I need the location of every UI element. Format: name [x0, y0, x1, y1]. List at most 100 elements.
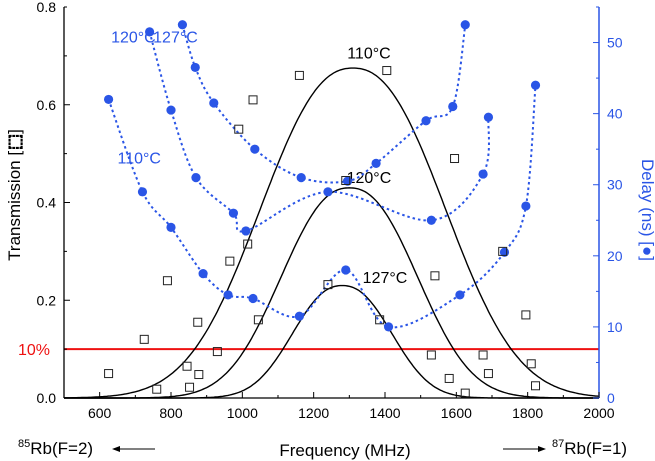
transmission-fit-label-0: 110°C: [347, 45, 390, 62]
transmission-fit-label-2: 127°C: [363, 270, 408, 287]
threshold-layer: 10%: [18, 342, 599, 359]
delay-point-2-4: [296, 173, 306, 183]
delay-point-1-2: [191, 173, 201, 183]
x-axis-title: Frequency (MHz): [279, 441, 410, 460]
y-right-tick-label-1: 10: [607, 319, 623, 335]
rb87-label: Rb(F=1): [564, 439, 627, 458]
x-tick-label-5: 1600: [441, 405, 472, 421]
transmission-point-8: [212, 347, 222, 357]
y-right-title-text: Delay (ns) [: [638, 159, 655, 246]
transmission-fits-layer: 110°C 120°C 127°C: [64, 45, 600, 399]
delay-point-1-5: [323, 187, 333, 197]
svg-text:87Rb(F=1): 87Rb(F=1): [552, 438, 627, 458]
transmission-point-16: [341, 176, 351, 186]
transmission-point-7: [194, 370, 204, 380]
delay-point-1-7: [478, 169, 488, 179]
transmission-point-14: [294, 70, 304, 80]
x-tick-label-3: 1200: [298, 405, 329, 421]
transmission-point-17: [375, 315, 385, 325]
transmission-point-9: [225, 256, 235, 266]
delay-point-1-4: [241, 226, 251, 236]
delay-point-0-4: [223, 290, 233, 300]
rb85-arrowhead: [112, 446, 120, 452]
delay-point-1-1: [166, 105, 176, 115]
transmission-point-24: [478, 350, 488, 360]
y-right-tick-label-3: 30: [607, 177, 623, 193]
x-tick-label-0: 600: [88, 405, 112, 421]
delay-series-label-1: 120°C: [111, 30, 156, 47]
delay-point-1-8: [483, 112, 494, 122]
threshold-label: 10%: [18, 342, 50, 359]
transmission-point-1: [139, 334, 149, 344]
transmission-point-27: [521, 310, 531, 320]
transmission-point-13: [253, 315, 263, 325]
delay-point-0-3: [198, 268, 208, 279]
transmission-point-12: [248, 95, 258, 105]
x-tick-label-6: 1800: [512, 405, 543, 421]
delay-point-0-12: [530, 80, 541, 90]
delay-point-2-8: [448, 101, 458, 112]
delay-point-0-6: [294, 311, 304, 321]
svg-text:Delay (ns) [●]: Delay (ns) [●]: [638, 159, 655, 261]
transmission-point-23: [460, 388, 470, 398]
y-right-tick-label-2: 20: [607, 248, 623, 264]
transmission-point-19: [426, 350, 436, 360]
rb87-superscript: 87: [552, 438, 564, 450]
delay-curve-0: [107, 85, 537, 329]
transmission-point-26: [498, 246, 508, 256]
rb85-label: Rb(F=2): [30, 439, 93, 458]
delay-curve-2: [181, 24, 467, 184]
transmission-point-6: [193, 317, 203, 327]
transmission-point-20: [430, 271, 440, 281]
svg-text:85Rb(F=2): 85Rb(F=2): [18, 438, 93, 458]
y-right-tick-label-0: 0: [607, 390, 615, 406]
delay-point-2-7: [421, 116, 431, 126]
delay-point-0-5: [248, 293, 258, 304]
delay-point-0-9: [455, 290, 465, 300]
rb85-superscript: 85: [18, 438, 30, 450]
rb87-arrowhead: [538, 446, 546, 452]
x-tick-label-2: 1000: [227, 405, 258, 421]
transmission-point-18: [382, 66, 392, 76]
transmission-points-layer: [104, 66, 541, 398]
transmission-point-28: [526, 359, 536, 369]
delay-series-label-0: 110°C: [118, 150, 161, 167]
x-tick-label-1: 800: [159, 405, 183, 421]
y-left-tick-label-4: 0.8: [37, 0, 57, 15]
delay-point-1-6: [426, 215, 436, 225]
transmission-fit-label-1: 120°C: [347, 170, 392, 187]
delay-point-2-2: [209, 98, 219, 108]
y-right-tick-label-5: 50: [607, 35, 623, 51]
transmission-point-11: [243, 239, 253, 249]
transmission-fit-curve-2: [64, 284, 599, 399]
delay-layer: 110°C 120°C 127°C: [103, 20, 541, 332]
delay-point-2-3: [250, 144, 260, 154]
transmission-point-4: [182, 361, 192, 371]
delay-point-0-11: [521, 201, 531, 211]
delay-point-0-0: [103, 94, 114, 105]
rb85-annotation: 85Rb(F=2): [18, 438, 155, 458]
transmission-point-2: [152, 384, 162, 394]
y-right-tick-label-4: 40: [607, 106, 623, 122]
x-tick-label-7: 2000: [583, 405, 614, 421]
y-left-tick-label-0: 0.0: [37, 390, 57, 406]
transmission-point-21: [444, 373, 454, 383]
transmission-point-15: [323, 280, 333, 290]
transmission-point-29: [531, 381, 541, 391]
y-left-tick-label-1: 0.2: [37, 292, 57, 308]
transmission-point-5: [185, 382, 195, 392]
delay-point-0-2: [166, 222, 176, 232]
delay-point-0-1: [137, 187, 148, 197]
svg-text:Transmission [⬚]: Transmission [⬚]: [5, 129, 24, 261]
y-left-title-close: ]: [5, 129, 24, 134]
delay-point-1-0: [145, 27, 155, 37]
y-left-title-text: Transmission [: [5, 151, 24, 261]
transmission-point-3: [162, 276, 172, 286]
delay-point-1-3: [228, 208, 239, 218]
y-axis-right-title: Delay (ns) [●]: [638, 159, 655, 261]
rb87-annotation: 87Rb(F=1): [503, 438, 627, 458]
transmission-point-0: [104, 369, 114, 379]
delay-point-2-1: [190, 62, 200, 73]
